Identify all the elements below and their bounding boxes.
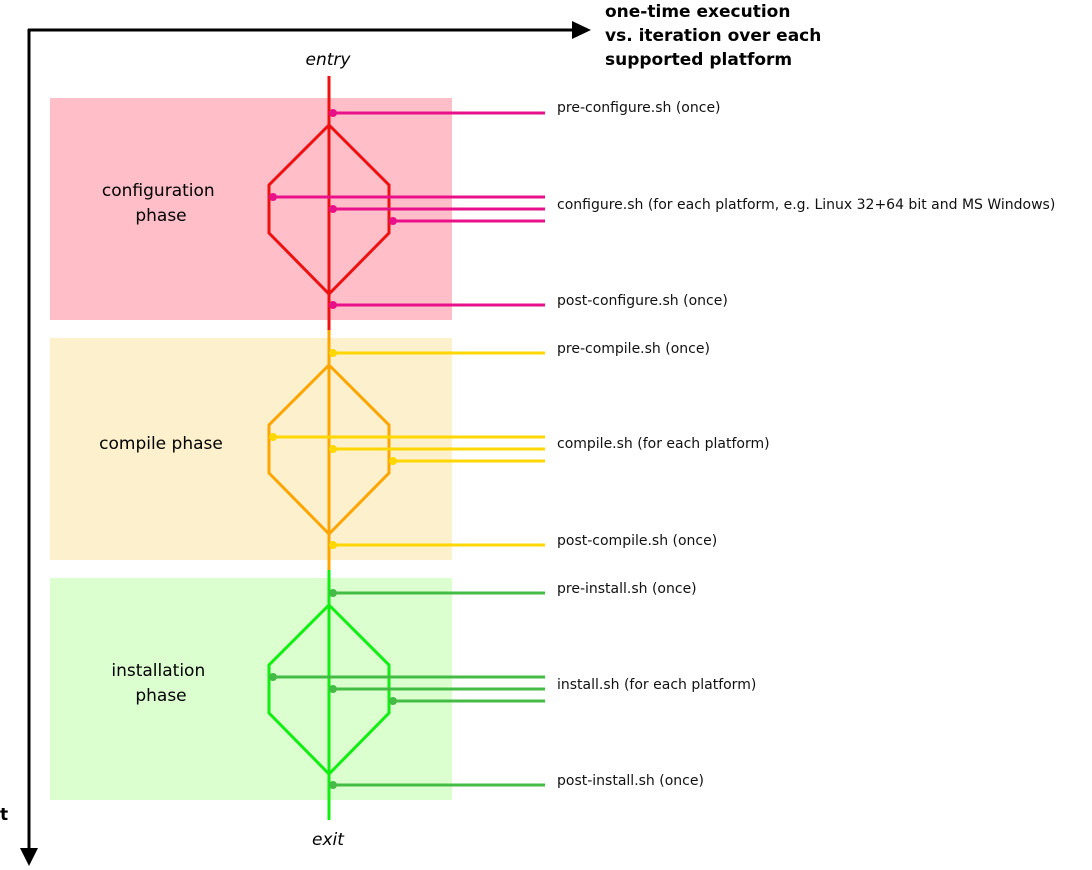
time-axis-label: t <box>0 805 8 825</box>
configuration-phase-label-line-2: phase <box>135 206 186 226</box>
configure-label: configure.sh (for each platform, e.g. Li… <box>557 197 1055 213</box>
exit-label: exit <box>312 830 345 850</box>
installation-phase-label-line-2: phase <box>135 686 186 706</box>
post-install-label: post-install.sh (once) <box>557 773 704 789</box>
post-configure-label: post-configure.sh (once) <box>557 293 728 309</box>
compile-main-3-hook-dot <box>389 457 397 465</box>
iteration-axis: one-time execution vs. iteration over ea… <box>28 2 827 70</box>
pre-install-label: pre-install.sh (once) <box>557 581 697 597</box>
time-axis: t <box>0 29 38 866</box>
configuration-main-2-hook-dot <box>329 205 337 213</box>
compile-platform-loop <box>267 362 391 537</box>
pre-configure-label: pre-configure.sh (once) <box>557 100 721 116</box>
install-label: install.sh (for each platform) <box>557 677 756 693</box>
compile-main-1-hook-dot <box>269 433 277 441</box>
post-compile-label: post-compile.sh (once) <box>557 533 717 549</box>
installation-pre-hook-dot <box>329 589 337 597</box>
configuration-platform-loop <box>267 122 391 297</box>
installation-main-2-hook-dot <box>329 685 337 693</box>
script-hooks <box>269 109 545 789</box>
iteration-axis-label-line-3: supported platform <box>605 50 792 70</box>
time-axis-arrowhead <box>20 848 38 866</box>
compile-phase-label: compile phase <box>99 434 223 454</box>
installation-phase-label-line-1: installation <box>111 661 205 681</box>
installation-platform-loop <box>267 602 391 777</box>
entry-label: entry <box>306 50 352 70</box>
iteration-axis-label-line-1: one-time execution <box>605 2 790 22</box>
configuration-main-3-hook-dot <box>389 217 397 225</box>
compile-main-2-hook-dot <box>329 445 337 453</box>
installation-main-1-hook-dot <box>269 673 277 681</box>
iteration-axis-label: one-time execution vs. iteration over ea… <box>605 2 827 70</box>
compile-phase-label-line-1: compile phase <box>99 434 223 454</box>
installation-post-hook-dot <box>329 781 337 789</box>
compile-pre-hook-dot <box>329 349 337 357</box>
configuration-phase-label: configuration phase <box>102 181 220 226</box>
configuration-phase-label-line-1: configuration <box>102 181 215 201</box>
installation-phase-label: installation phase <box>111 661 210 706</box>
installation-main-3-hook-dot <box>389 697 397 705</box>
compile-label: compile.sh (for each platform) <box>557 436 770 452</box>
configuration-post-hook-dot <box>329 301 337 309</box>
iteration-axis-arrowhead <box>572 21 591 39</box>
configuration-pre-hook-dot <box>329 109 337 117</box>
pre-compile-label: pre-compile.sh (once) <box>557 341 710 357</box>
configuration-main-1-hook-dot <box>269 193 277 201</box>
iteration-axis-label-line-2: vs. iteration over each <box>605 26 821 46</box>
compile-post-hook-dot <box>329 541 337 549</box>
